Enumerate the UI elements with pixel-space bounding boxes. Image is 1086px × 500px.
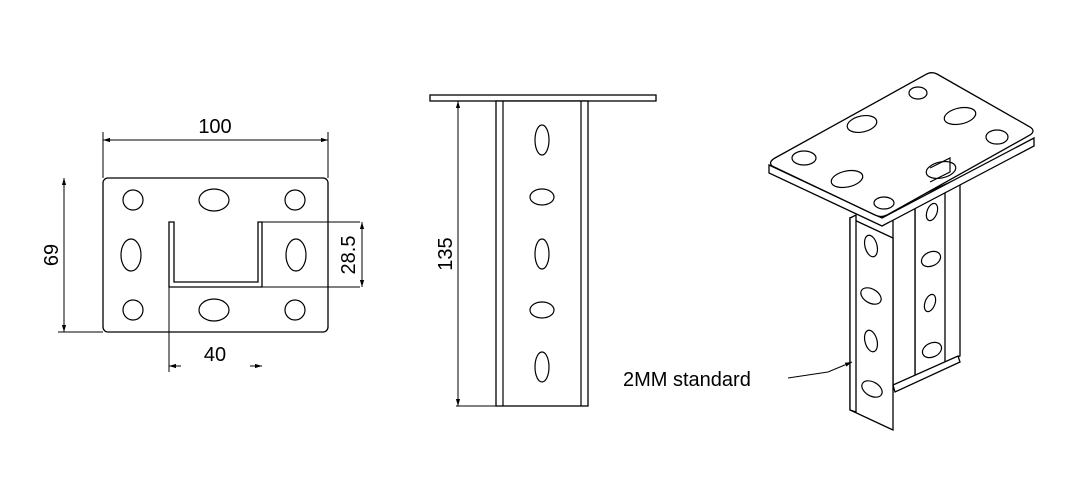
iso-plate-slot-1 — [846, 114, 878, 134]
length-label: 135 — [435, 237, 457, 270]
iso-plate-slot-3 — [943, 106, 977, 126]
iso-back-hole-1 — [925, 202, 939, 222]
iso-plate-hole-2 — [908, 86, 928, 100]
front-slot-2 — [529, 188, 555, 206]
hole-bottom-left — [122, 299, 144, 321]
iso-back-hole-3 — [923, 293, 937, 313]
iso-front-hole-4 — [861, 380, 883, 398]
iso-plate-channel-opening — [929, 157, 951, 183]
iso-front-hole-2 — [860, 287, 882, 305]
callout-leader — [787, 361, 853, 379]
iso-back-hole-2 — [920, 250, 942, 268]
front-slot-4 — [529, 301, 555, 319]
iso-plate-hole-3 — [873, 196, 895, 210]
slot-top-middle — [198, 188, 230, 212]
hole-top-left — [122, 189, 144, 211]
isometric-view: 2MM standard — [623, 72, 1035, 432]
iso-web-bottom — [892, 355, 961, 393]
top-flange — [429, 94, 657, 102]
slot-middle-left — [120, 238, 142, 272]
hole-top-right — [284, 189, 306, 211]
slot-middle-right — [285, 238, 307, 272]
height-label: 69 — [41, 244, 63, 266]
iso-plate-top — [769, 72, 1034, 218]
iso-plate-hole-1 — [791, 150, 817, 166]
front-slot-5 — [534, 351, 550, 383]
iso-front-flange-edge — [849, 213, 857, 413]
front-slot-1 — [534, 124, 550, 156]
iso-back-flange-edge — [944, 176, 961, 365]
slot-width-label: 40 — [204, 344, 226, 366]
top-view: 100 69 28.5 40 — [41, 116, 365, 372]
front-view: 135 — [429, 94, 657, 407]
slot-bottom-middle — [198, 298, 230, 322]
iso-back-hole-4 — [921, 341, 943, 359]
hole-bottom-right — [284, 299, 306, 321]
iso-plate-hole-4 — [985, 129, 1009, 145]
iso-plate-slot-2 — [830, 169, 864, 189]
iso-front-hole-3 — [863, 329, 879, 353]
front-slot-3 — [534, 238, 550, 270]
iso-web — [892, 202, 916, 392]
callout-label: 2MM standard — [623, 369, 751, 391]
iso-plate-edge — [768, 136, 1035, 227]
plate-outline — [102, 177, 329, 333]
iso-front-hole-1 — [863, 234, 879, 258]
slot-depth-label: 28.5 — [338, 236, 360, 275]
width-label: 100 — [198, 116, 231, 138]
